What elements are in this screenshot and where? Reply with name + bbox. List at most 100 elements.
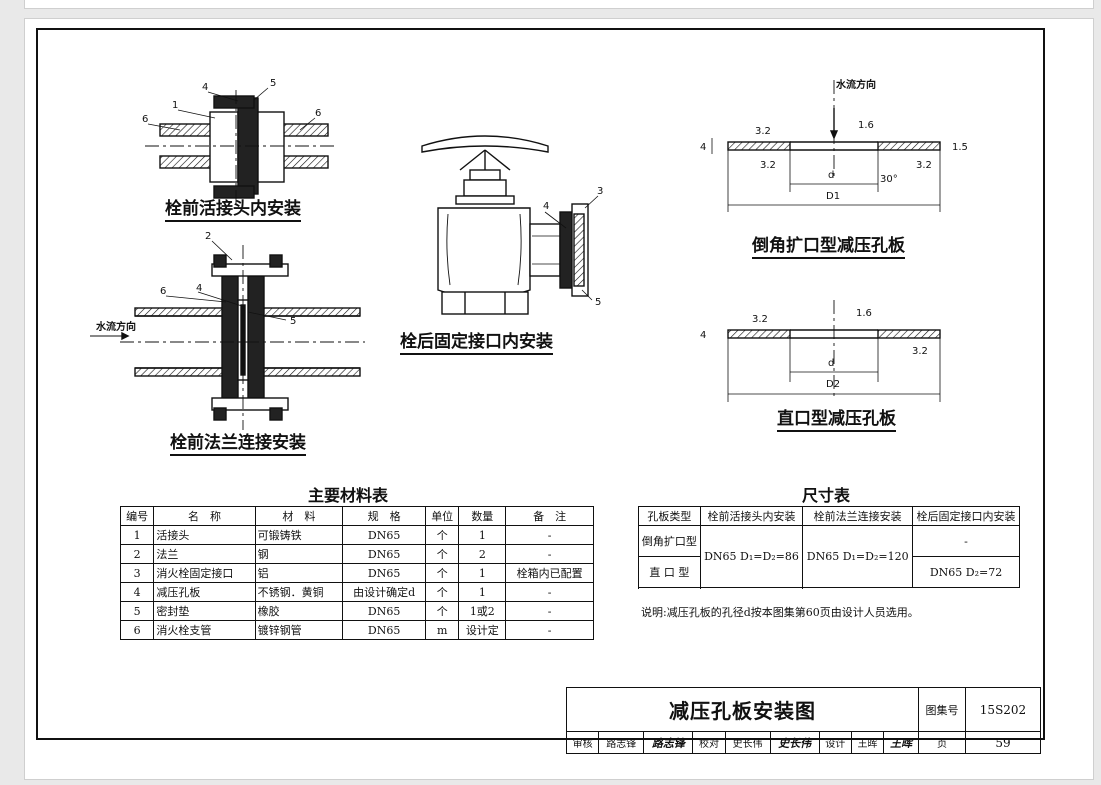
header-cell: 孔板类型 bbox=[638, 506, 701, 526]
part-label: 1 bbox=[172, 100, 179, 111]
part-label: 4 bbox=[543, 201, 550, 212]
part-label: 6 bbox=[142, 114, 149, 125]
header-cell: 编号 bbox=[119, 506, 155, 526]
dimension-label: D2 bbox=[826, 379, 841, 390]
cell: DN65 bbox=[342, 525, 427, 545]
title-block-row: 减压孔板安装图 图集号 15S202 bbox=[566, 687, 1041, 732]
checker-name: 史长伟 bbox=[724, 731, 771, 754]
cell: 铝 bbox=[254, 563, 344, 583]
dimension-label: d bbox=[828, 358, 835, 369]
cell: DN65 bbox=[342, 544, 427, 564]
cell: 个 bbox=[425, 601, 460, 621]
cell: 设计定 bbox=[458, 620, 507, 640]
check-label: 校对 bbox=[692, 731, 726, 754]
drawing-frame bbox=[36, 28, 1045, 740]
cell: 活接头 bbox=[153, 525, 256, 545]
roughness-label: 3.2 bbox=[916, 160, 932, 171]
thickness-label: 4 bbox=[700, 142, 707, 153]
sizes-table: 孔板类型 栓前活接头内安装 栓前法兰连接安装 栓后固定接口内安装 倒角扩口型 D… bbox=[638, 506, 1020, 588]
cell: 个 bbox=[425, 544, 460, 564]
cell: 不锈钢．黄铜 bbox=[254, 582, 344, 602]
part-label: 5 bbox=[595, 297, 602, 308]
part-label: 3 bbox=[597, 186, 604, 197]
materials-table-title: 主要材料表 bbox=[308, 486, 389, 505]
cell: 4 bbox=[119, 582, 155, 602]
cell: - bbox=[505, 544, 594, 564]
cell: 个 bbox=[425, 525, 460, 545]
cell: 1或2 bbox=[458, 601, 507, 621]
reviewer-name: 路志锋 bbox=[598, 731, 645, 754]
header-cell: 栓前活接头内安装 bbox=[699, 506, 804, 526]
header-cell: 名 称 bbox=[153, 506, 256, 526]
cell: 镀锌钢管 bbox=[254, 620, 344, 640]
header-cell: 单位 bbox=[425, 506, 460, 526]
cell: - bbox=[912, 525, 1020, 557]
header-cell: 备 注 bbox=[505, 506, 594, 526]
roughness-label: 3.2 bbox=[752, 314, 768, 325]
cell: - bbox=[505, 601, 594, 621]
union-joint-drawing bbox=[145, 87, 335, 205]
note-text: 说明:减压孔板的孔径d按本图集第60页由设计人员选用。 bbox=[641, 606, 919, 619]
cell: 6 bbox=[119, 620, 155, 640]
table-row: 倒角扩口型 DN65 D₁=D₂=86 DN65 D₁=D₂=120 - bbox=[638, 525, 1020, 588]
cell: - bbox=[505, 582, 594, 602]
atlas-label: 图集号 bbox=[918, 687, 966, 732]
thickness-label: 1.5 bbox=[952, 142, 968, 153]
page-label: 页 bbox=[918, 731, 966, 754]
drawing-title: 减压孔板安装图 bbox=[566, 687, 919, 732]
cell: m bbox=[425, 620, 460, 640]
checker-signature: 史长伟 bbox=[769, 731, 820, 754]
title-block: 减压孔板安装图 图集号 15S202 审核 路志锋 路志锋 校对 史长伟 史长伟… bbox=[565, 687, 1041, 754]
header-cell: 栓前法兰连接安装 bbox=[802, 506, 914, 526]
part-label: 6 bbox=[160, 286, 167, 297]
cell: - bbox=[505, 525, 594, 545]
cell: DN65 bbox=[342, 620, 427, 640]
table-row: 直 口 型 bbox=[638, 556, 1020, 588]
cell: 2 bbox=[119, 544, 155, 564]
roughness-label: 3.2 bbox=[912, 346, 928, 357]
cell: 5 bbox=[119, 601, 155, 621]
cell: 1 bbox=[458, 582, 507, 602]
cell: DN65 D₁=D₂=120 bbox=[802, 525, 914, 588]
cell: 由设计确定d bbox=[342, 582, 427, 602]
chamfer-orifice-caption: 倒角扩口型减压孔板 bbox=[752, 237, 905, 259]
cell: 消火栓支管 bbox=[153, 620, 256, 640]
review-label: 审核 bbox=[565, 731, 600, 754]
cell: 可锻铸铁 bbox=[254, 525, 344, 545]
previous-page-edge bbox=[24, 0, 1094, 9]
designer-name: 王晖 bbox=[850, 731, 885, 754]
cell: 钢 bbox=[254, 544, 344, 564]
hydrant-valve-caption: 栓后固定接口内安装 bbox=[400, 333, 553, 355]
atlas-number: 15S202 bbox=[965, 687, 1041, 732]
part-label: 6 bbox=[315, 108, 322, 119]
cell: 1 bbox=[458, 563, 507, 583]
cell: DN65 D₁=D₂=86 bbox=[699, 525, 804, 588]
cell: DN65 bbox=[342, 601, 427, 621]
designer-signature: 王晖 bbox=[883, 731, 919, 754]
header-cell: 栓后固定接口内安装 bbox=[912, 506, 1020, 526]
chamfer-orifice-drawing bbox=[711, 80, 941, 212]
cell: 倒角扩口型 bbox=[638, 525, 701, 557]
cell: 直 口 型 bbox=[638, 556, 701, 588]
cell: 3 bbox=[119, 563, 155, 583]
cell: 栓箱内已配置 bbox=[505, 563, 594, 583]
cell: 橡胶 bbox=[254, 601, 344, 621]
header-cell: 规 格 bbox=[342, 506, 427, 526]
page-number: 59 bbox=[965, 731, 1041, 754]
flow-direction-label: 水流方向 bbox=[836, 80, 876, 91]
cell: 个 bbox=[425, 563, 460, 583]
cell: 2 bbox=[458, 544, 507, 564]
header-cell: 材 料 bbox=[254, 506, 344, 526]
part-label: 2 bbox=[205, 231, 212, 242]
thickness-label: 4 bbox=[700, 330, 707, 341]
sizes-table-title: 尺寸表 bbox=[802, 486, 851, 505]
cell: 法兰 bbox=[153, 544, 256, 564]
cell: 密封垫 bbox=[153, 601, 256, 621]
